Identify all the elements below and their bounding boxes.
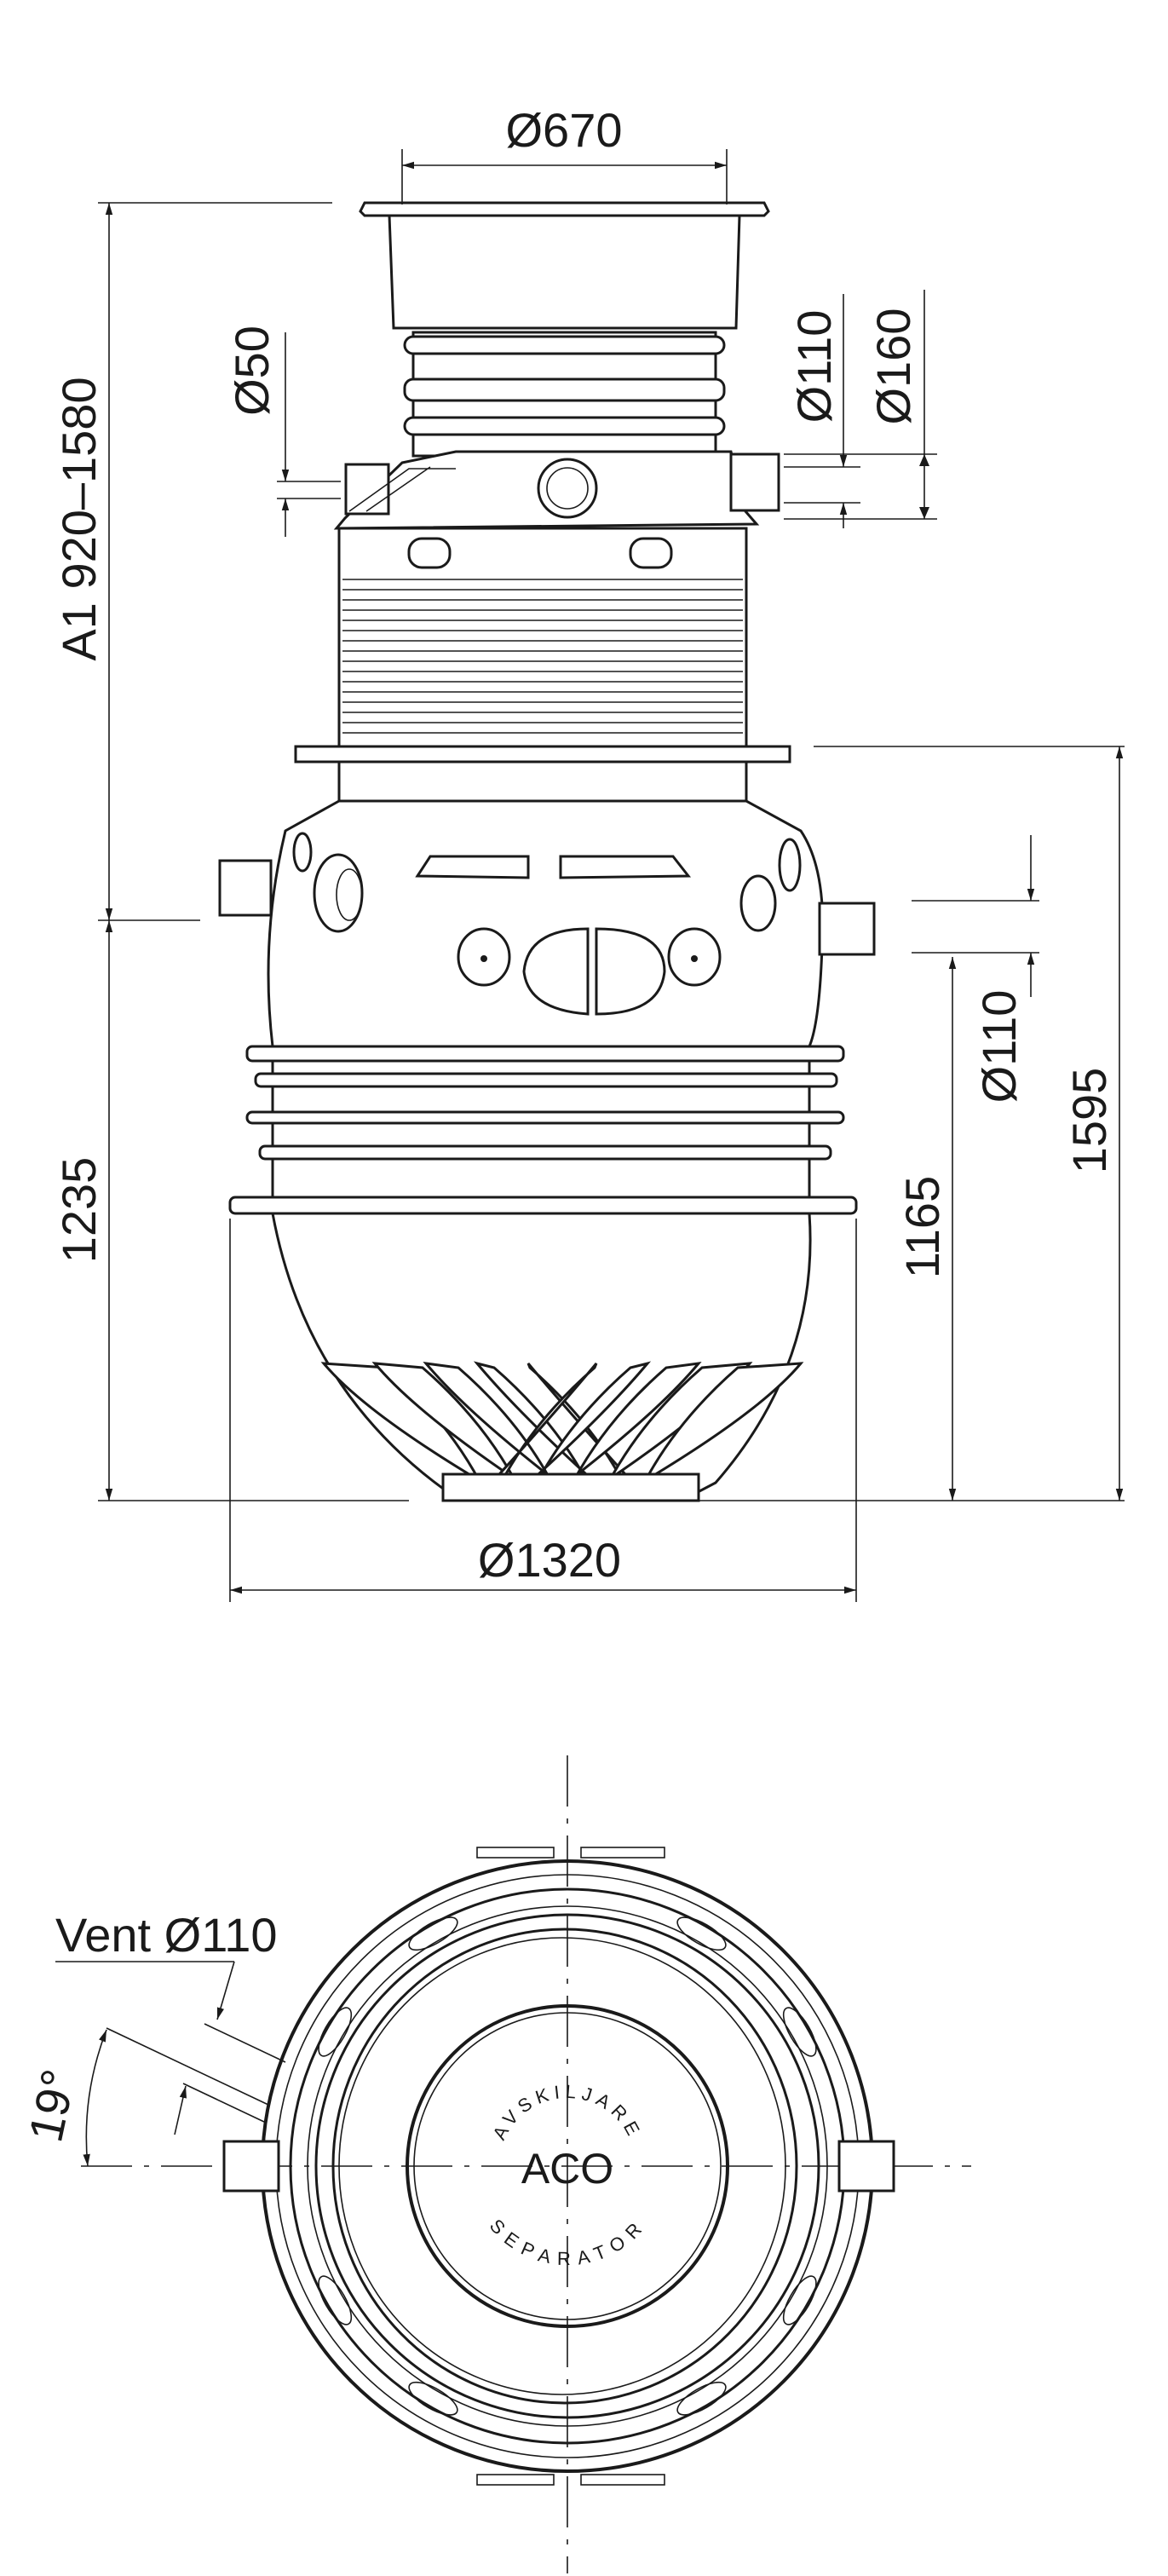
dim-vent-small: Ø50 bbox=[225, 326, 279, 416]
dim-height-1165: 1165 bbox=[895, 1176, 949, 1278]
rim-slot bbox=[580, 1847, 665, 1859]
vent-slot bbox=[782, 2275, 817, 2325]
dim-height-range: A1 920–1580 bbox=[52, 377, 106, 660]
vent-pipe-small bbox=[344, 463, 390, 516]
inlet-stub-left bbox=[218, 859, 273, 917]
lid-flange bbox=[359, 201, 770, 217]
vent-slot bbox=[676, 1916, 727, 1951]
dim-outlet-110: Ø110 bbox=[787, 310, 841, 424]
dim-height-1595: 1595 bbox=[1062, 1068, 1116, 1174]
top-view-slots bbox=[318, 1847, 817, 2486]
vent-slot bbox=[318, 2275, 353, 2325]
ribbed-riser bbox=[337, 527, 748, 748]
pipe-stub-right bbox=[837, 2140, 895, 2193]
rim-slot bbox=[580, 2474, 665, 2486]
vent-slot bbox=[318, 2007, 353, 2057]
outlet-stub-right bbox=[818, 902, 876, 956]
riser-flange bbox=[294, 745, 791, 764]
dim-top-diameter: Ø670 bbox=[506, 103, 623, 157]
body-ring bbox=[245, 1045, 845, 1063]
outlet-pipe bbox=[729, 452, 780, 512]
body-ring bbox=[254, 1072, 838, 1088]
rim-slot bbox=[476, 2474, 555, 2486]
angle-label: 19° bbox=[18, 2065, 85, 2147]
vent-slot bbox=[676, 2381, 727, 2416]
side-dimensions: Ø670 A1 920–1580 1235 Ø1320 Ø50 Ø110 Ø16… bbox=[52, 103, 1125, 1602]
base-feet bbox=[320, 1361, 804, 1493]
vent-label: Vent Ø110 bbox=[55, 1908, 278, 1962]
neck-rib bbox=[403, 416, 726, 436]
pipe-stub-left bbox=[222, 2140, 280, 2193]
neck-rib bbox=[403, 335, 726, 355]
side-view bbox=[218, 201, 876, 1502]
neck-rib bbox=[403, 377, 726, 402]
body-rings bbox=[228, 1045, 858, 1215]
lid-body bbox=[388, 214, 741, 330]
top-view: ACO AVSKILJARE SEPARATOR Vent Ø110 19° bbox=[18, 1755, 971, 2573]
neck bbox=[403, 331, 726, 458]
dim-inlet-110: Ø110 bbox=[972, 990, 1026, 1104]
dim-outlet-160: Ø160 bbox=[866, 308, 920, 425]
rim-slot bbox=[476, 1847, 555, 1859]
riser-ribs bbox=[342, 579, 743, 734]
body-ring bbox=[258, 1144, 832, 1161]
dim-height-1235: 1235 bbox=[52, 1157, 106, 1264]
svg-text:ACO: ACO bbox=[521, 2145, 613, 2193]
dim-base-diameter: Ø1320 bbox=[478, 1533, 621, 1587]
vent-slot bbox=[782, 2007, 817, 2057]
vent-slot bbox=[408, 1916, 458, 1951]
body-ring bbox=[228, 1196, 858, 1215]
body-ring bbox=[245, 1110, 845, 1125]
vent-slot bbox=[408, 2381, 458, 2416]
